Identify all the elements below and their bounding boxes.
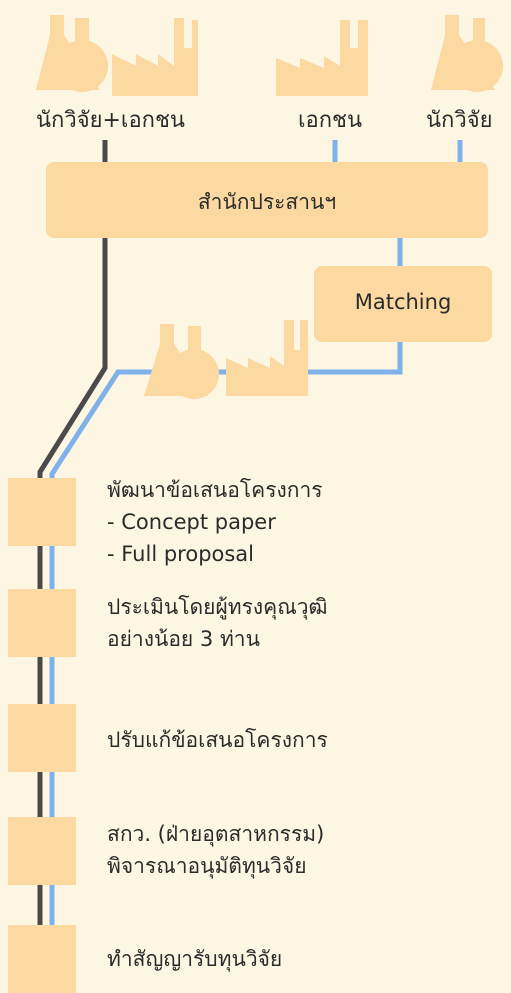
step-3-marker	[8, 704, 76, 772]
label-private: เอกชน	[298, 108, 363, 133]
step-2-line-1: ประเมินโดยผู้ทรงคุณวุฒิ	[107, 595, 328, 619]
matching-box	[314, 266, 492, 342]
step-5-text: ทำสัญญารับทุนวิจัย	[107, 943, 282, 975]
step-2-text: ประเมินโดยผู้ทรงคุณวุฒิ อย่างน้อย 3 ท่าน	[107, 591, 327, 655]
label-researcher-private: นักวิจัย+เอกชน	[36, 108, 185, 133]
step-2-marker	[8, 589, 76, 657]
flask-icon	[431, 15, 503, 92]
step-4-marker	[8, 817, 76, 885]
step-3-text: ปรับแก้ข้อเสนอโครงการ	[107, 724, 328, 756]
step-3-line-1: ปรับแก้ข้อเสนอโครงการ	[107, 728, 328, 752]
step-5-marker	[8, 925, 76, 993]
factory-icon	[276, 20, 368, 96]
step-1-line-3: - Full proposal	[107, 542, 255, 566]
flask-icon	[36, 15, 108, 92]
step-1-line-2: - Concept paper	[107, 510, 276, 534]
factory-icon	[112, 18, 198, 96]
step-1-line-1: พัฒนาข้อเสนอโครงการ	[107, 478, 323, 502]
matching-label: Matching	[354, 290, 452, 314]
step-1-text: พัฒนาข้อเสนอโครงการ - Concept paper - Fu…	[107, 474, 323, 570]
label-researcher: นักวิจัย	[426, 108, 493, 133]
office-box	[46, 162, 488, 238]
step-4-line-2: พิจารณาอนุมัติทุนวิจัย	[107, 854, 307, 878]
step-4-line-1: สกว. (ฝ่ายอุตสาหกรรม)	[107, 822, 325, 846]
flow-line-blue	[49, 140, 463, 991]
step-1-marker	[8, 478, 76, 546]
factory-icon	[226, 320, 308, 396]
step-4-text: สกว. (ฝ่ายอุตสาหกรรม) พิจารณาอนุมัติทุนว…	[107, 818, 324, 882]
step-5-line-1: ทำสัญญารับทุนวิจัย	[107, 947, 283, 971]
office-label: สำนักประสานฯ	[197, 190, 337, 214]
step-2-line-2: อย่างน้อย 3 ท่าน	[107, 627, 260, 651]
flask-icon	[144, 324, 219, 399]
